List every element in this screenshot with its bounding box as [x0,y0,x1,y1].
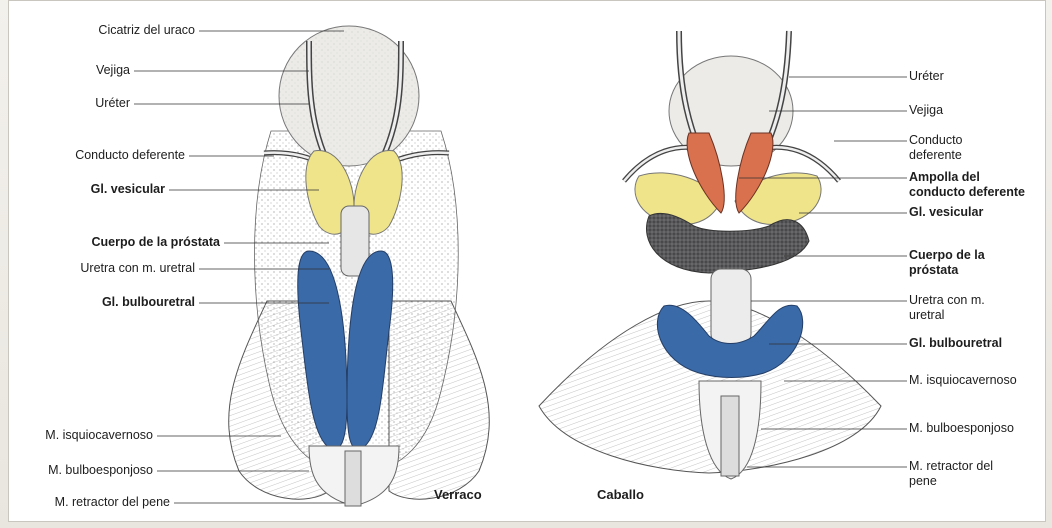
label-cuerpo-prostata-right: Cuerpo de la próstata [909,248,1009,278]
figure-panel: Cicatriz del uraco Vejiga Uréter Conduct… [8,0,1046,522]
label-conducto-deferente-right: Conducto deferente [909,133,999,163]
label-ureter-right: Uréter [909,69,944,84]
caption-verraco: Verraco [434,487,482,502]
label-cicatriz-uraco: Cicatriz del uraco [98,23,195,38]
label-gl-vesicular: Gl. vesicular [91,182,165,197]
label-vejiga: Vejiga [96,63,130,78]
label-cuerpo-prostata: Cuerpo de la próstata [92,235,221,250]
label-m-isquiocavernoso-right: M. isquiocavernoso [909,373,1017,388]
label-ampolla: Ampolla del conducto deferente [909,170,1039,200]
label-m-isquiocavernoso: M. isquiocavernoso [45,428,153,443]
label-vejiga-right: Vejiga [909,103,943,118]
label-ureter: Uréter [95,96,130,111]
label-m-retractor-pene: M. retractor del pene [55,495,170,510]
verraco-illustration [229,26,490,506]
label-m-bulboesponjoso-right: M. bulboesponjoso [909,421,1014,436]
label-gl-bulbouretral-right: Gl. bulbouretral [909,336,1002,351]
label-uretra-right: Uretra con m. uretral [909,293,1009,323]
label-m-retractor-pene-right: M. retractor del pene [909,459,1009,489]
caption-caballo: Caballo [597,487,644,502]
caballo-illustration [539,31,881,479]
label-conducto-deferente: Conducto deferente [75,148,185,163]
label-gl-vesicular-right: Gl. vesicular [909,205,983,220]
label-m-bulboesponjoso: M. bulboesponjoso [48,463,153,478]
label-uretra: Uretra con m. uretral [80,261,195,276]
label-gl-bulbouretral: Gl. bulbouretral [102,295,195,310]
